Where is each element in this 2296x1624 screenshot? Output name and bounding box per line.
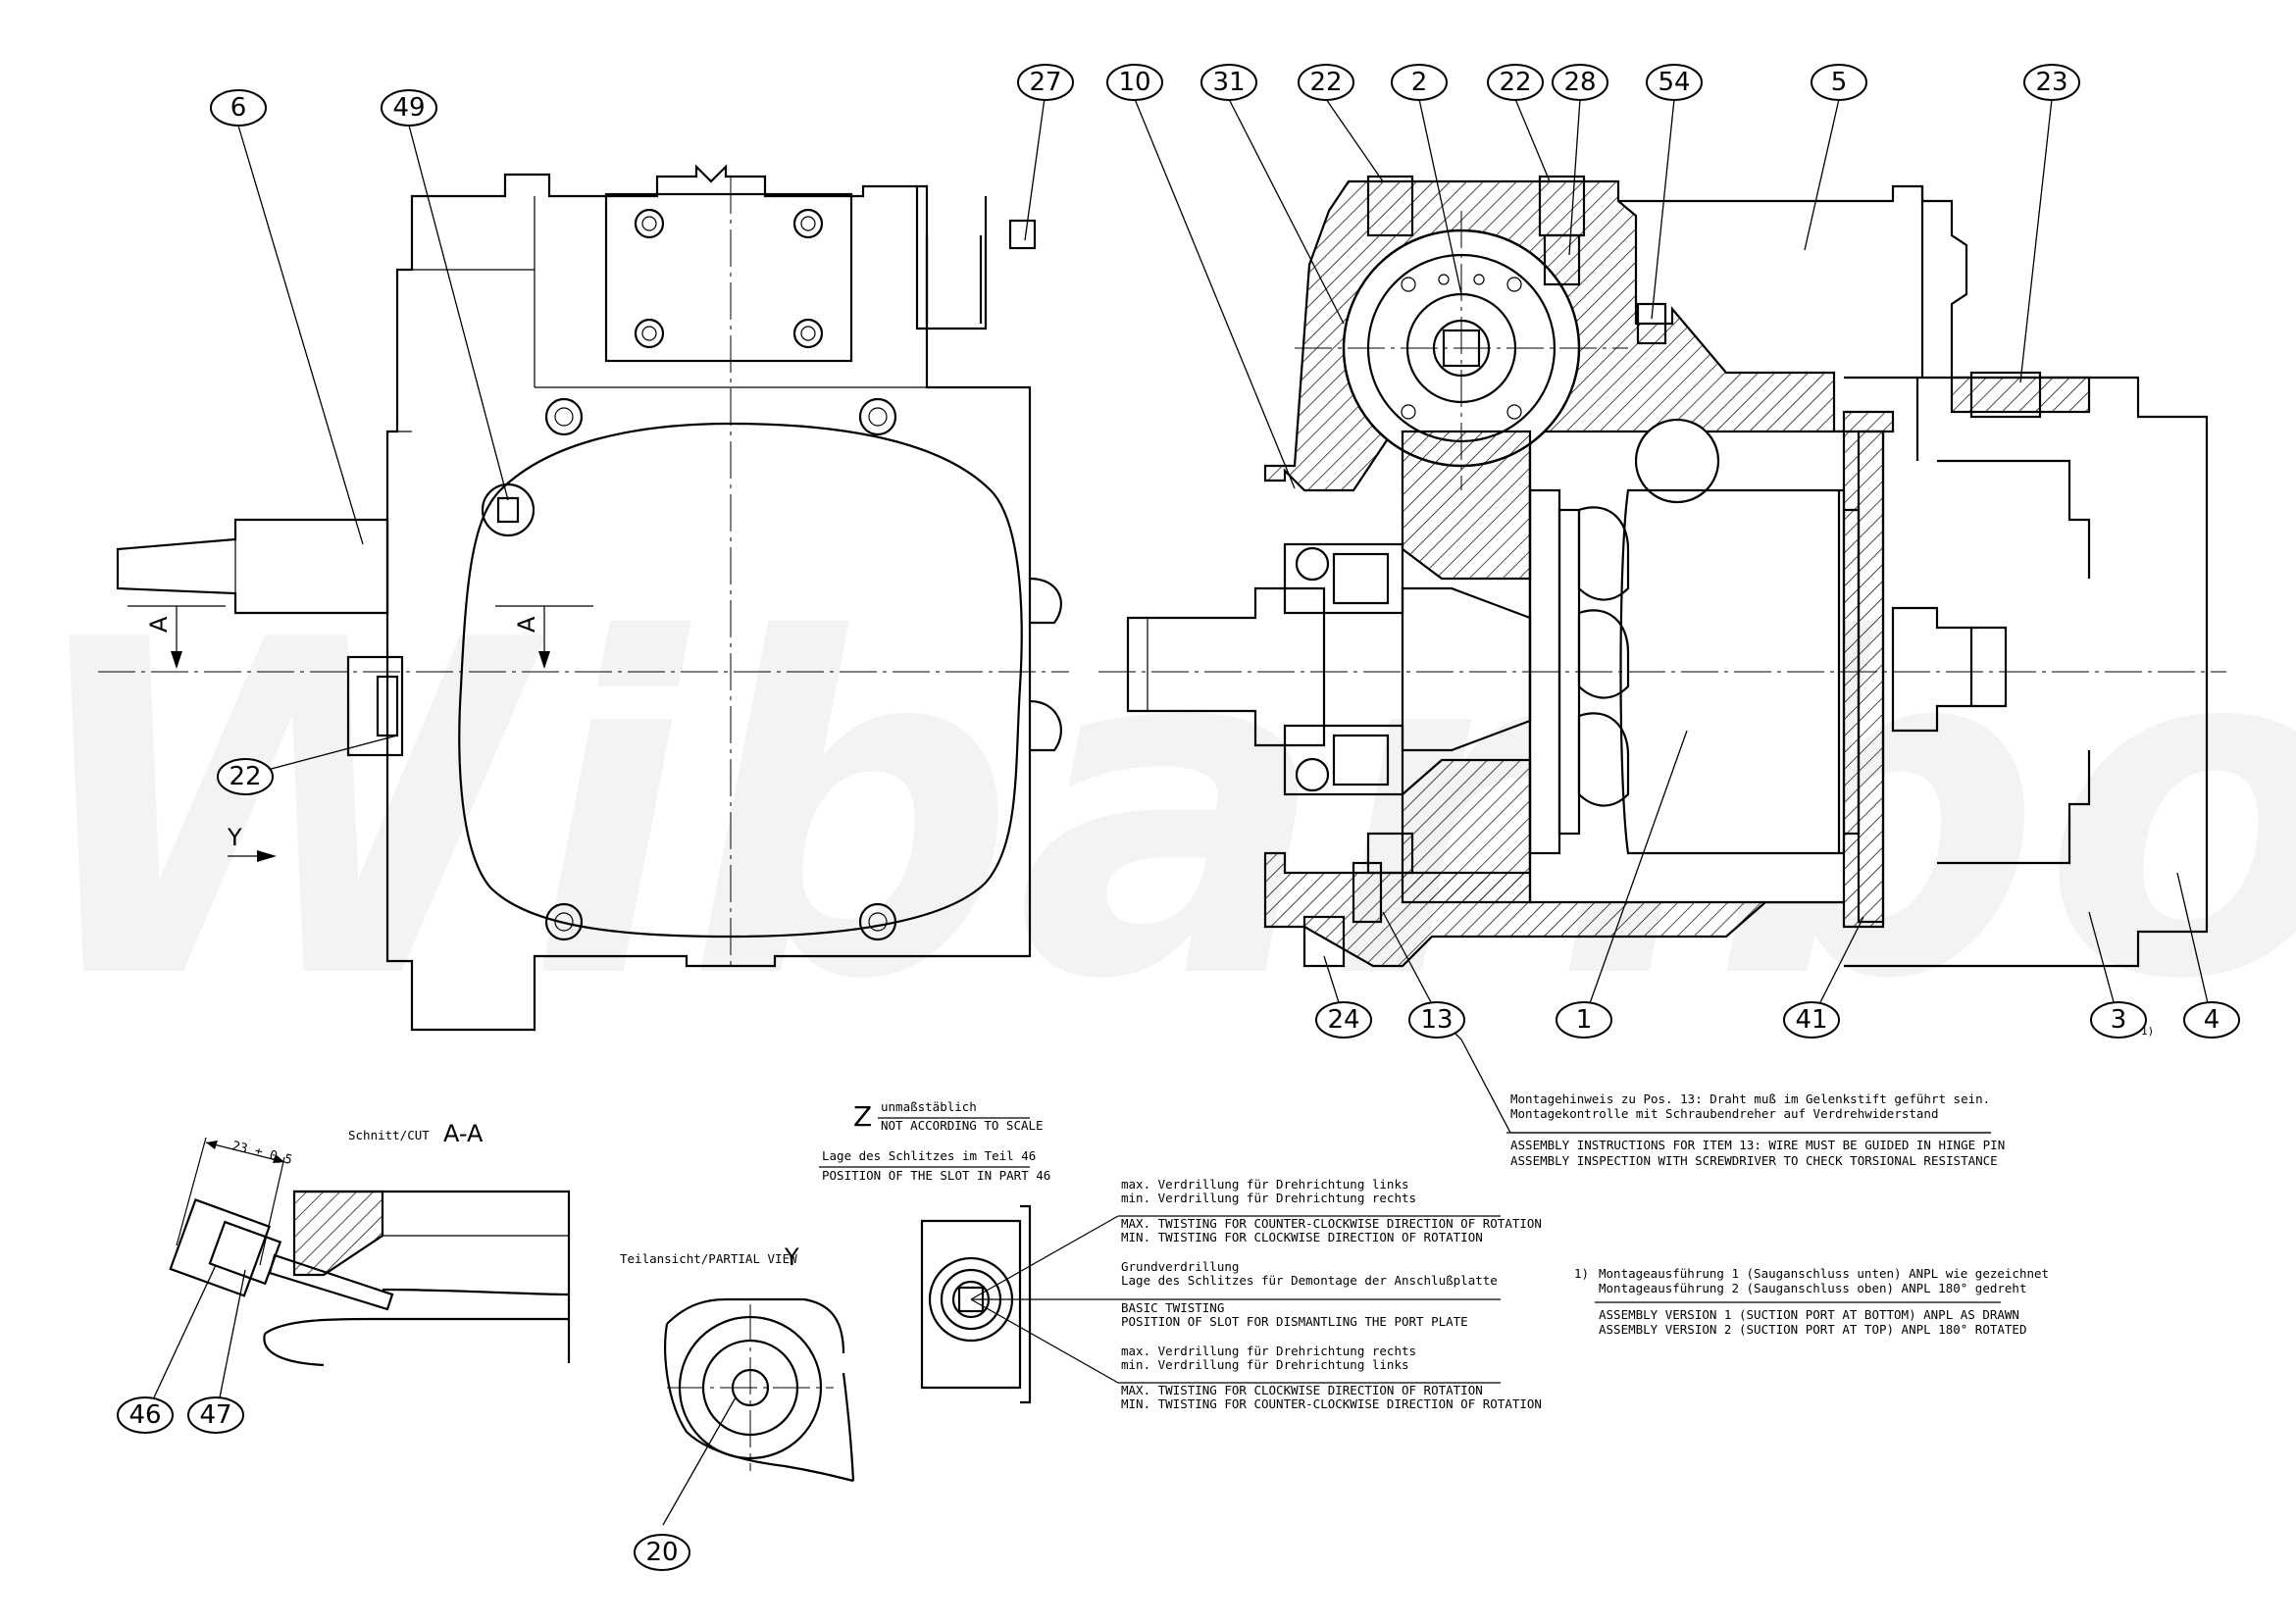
twist1-line2: min. Verdrillung für Drehrichtung rechts [1121, 1191, 1416, 1205]
partial-view-y: Teilansicht/PARTIAL VIEW Y [620, 1243, 855, 1483]
twist3-line2: min. Verdrillung für Drehrichtung links [1121, 1357, 1409, 1372]
detail-z-scale-de: unmaßstäblich [881, 1099, 977, 1114]
footnote-line3: ASSEMBLY VERSION 1 (SUCTION PORT AT BOTT… [1599, 1307, 2019, 1322]
balloon-3: 3 [2090, 1001, 2147, 1039]
balloon-41: 41 [1783, 1001, 1840, 1039]
svg-text:20: 20 [645, 1538, 678, 1567]
balloon-1: 1 [1556, 1001, 1612, 1039]
svg-text:47: 47 [199, 1400, 231, 1430]
section-aa-title-big: A-A [443, 1120, 484, 1147]
balloon-22-left: 22 [217, 758, 274, 795]
assembly-note-line3: ASSEMBLY INSTRUCTIONS FOR ITEM 13: WIRE … [1510, 1138, 2005, 1152]
svg-text:24: 24 [1327, 1005, 1359, 1035]
twist3-line1: max. Verdrillung für Drehrichtung rechts [1121, 1344, 1416, 1358]
footnote: 1) Montageausführung 1 (Sauganschluss un… [1574, 1266, 2049, 1337]
svg-text:27: 27 [1029, 68, 1061, 97]
twist1-line1: max. Verdrillung für Drehrichtung links [1121, 1177, 1409, 1192]
assembly-note-line4: ASSEMBLY INSPECTION WITH SCREWDRIVER TO … [1510, 1153, 1998, 1168]
balloon-28: 28 [1552, 64, 1608, 101]
balloon-23: 23 [2023, 64, 2080, 101]
assembly-note: Montagehinweis zu Pos. 13: Draht muß im … [1506, 1091, 2005, 1168]
twist1-line3: MAX. TWISTING FOR COUNTER-CLOCKWISE DIRE… [1121, 1216, 1542, 1231]
footnote-line1: Montageausführung 1 (Sauganschluss unten… [1599, 1266, 2049, 1281]
balloon-10: 10 [1106, 64, 1163, 101]
balloon-31: 31 [1200, 64, 1257, 101]
detail-z-letter: Z [853, 1100, 872, 1133]
footnote-line4: ASSEMBLY VERSION 2 (SUCTION PORT AT TOP)… [1599, 1322, 2027, 1337]
balloon-2: 2 [1391, 64, 1448, 101]
balloon-13: 13 [1408, 1001, 1465, 1039]
svg-text:41: 41 [1795, 1005, 1827, 1035]
svg-text:10: 10 [1118, 68, 1150, 97]
footnote-marker: 1) [1574, 1266, 1589, 1281]
balloon-22-top-right: 22 [1487, 64, 1544, 101]
balloon-22-top-left: 22 [1298, 64, 1354, 101]
section-marker-a-right: A [513, 616, 540, 633]
balloon-5: 5 [1811, 64, 1867, 101]
watermark: Wibaribo [20, 543, 2296, 1080]
detail-z-slot-de: Lage des Schlitzes im Teil 46 [822, 1148, 1036, 1163]
svg-text:23: 23 [2035, 68, 2067, 97]
twist2-line3: BASIC TWISTING [1121, 1300, 1224, 1315]
section-aa-dimension: 23 ± 0,5 [230, 1139, 293, 1168]
assembly-note-line2: Montagekontrolle mit Schraubendreher auf… [1510, 1106, 1939, 1121]
svg-text:28: 28 [1563, 68, 1596, 97]
twist3-line4: MIN. TWISTING FOR COUNTER-CLOCKWISE DIRE… [1121, 1396, 1542, 1411]
balloon-24: 24 [1315, 1001, 1372, 1039]
view-marker-y: Y [227, 824, 242, 851]
section-marker-a-left: A [145, 616, 173, 633]
svg-text:46: 46 [128, 1400, 161, 1430]
cross-section-view [1098, 175, 2226, 968]
svg-text:4: 4 [2204, 1005, 2220, 1035]
twist2-line2: Lage des Schlitzes für Demontage der Ans… [1121, 1273, 1498, 1288]
svg-text:6: 6 [230, 93, 247, 123]
section-aa-detail: 23 ± 0,5 Schnitt/CUT A-A [169, 1120, 571, 1367]
section-aa-title-small: Schnitt/CUT [348, 1128, 430, 1142]
svg-text:3: 3 [2111, 1005, 2127, 1035]
twist2-line4: POSITION OF SLOT FOR DISMANTLING THE POR… [1121, 1314, 1468, 1329]
svg-text:13: 13 [1420, 1005, 1453, 1035]
balloon-20: 20 [634, 1534, 690, 1571]
footnote-ref-marker: 1) [2141, 1025, 2154, 1038]
detail-z-scale-en: NOT ACCORDING TO SCALE [881, 1118, 1044, 1133]
svg-text:2: 2 [1411, 68, 1428, 97]
svg-text:54: 54 [1658, 68, 1690, 97]
svg-text:22: 22 [1499, 68, 1531, 97]
twist2-line1: Grundverdrillung [1121, 1259, 1239, 1274]
svg-text:22: 22 [229, 762, 261, 791]
footnote-line2: Montageausführung 2 (Sauganschluss oben)… [1599, 1281, 2027, 1295]
detail-z-slot-en: POSITION OF THE SLOT IN PART 46 [822, 1168, 1050, 1183]
balloon-6: 6 [210, 89, 267, 127]
svg-text:1: 1 [1576, 1005, 1593, 1035]
partial-view-title-big: Y [784, 1243, 799, 1271]
balloon-49: 49 [381, 89, 437, 127]
balloon-54: 54 [1646, 64, 1703, 101]
balloon-27: 27 [1017, 64, 1074, 101]
assembly-note-line1: Montagehinweis zu Pos. 13: Draht muß im … [1510, 1091, 1990, 1106]
detail-z: Z unmaßstäblich NOT ACCORDING TO SCALE L… [819, 1099, 1542, 1411]
side-view: A A Y [98, 164, 1069, 1032]
svg-text:22: 22 [1309, 68, 1342, 97]
twist1-line4: MIN. TWISTING FOR CLOCKWISE DIRECTION OF… [1121, 1230, 1483, 1244]
balloon-46: 46 [117, 1396, 174, 1434]
balloon-47: 47 [187, 1396, 244, 1434]
svg-text:5: 5 [1831, 68, 1848, 97]
partial-view-title-small: Teilansicht/PARTIAL VIEW [620, 1251, 797, 1266]
svg-text:49: 49 [392, 93, 425, 123]
balloon-4: 4 [2183, 1001, 2240, 1039]
twist3-line3: MAX. TWISTING FOR CLOCKWISE DIRECTION OF… [1121, 1383, 1483, 1397]
svg-text:31: 31 [1212, 68, 1245, 97]
